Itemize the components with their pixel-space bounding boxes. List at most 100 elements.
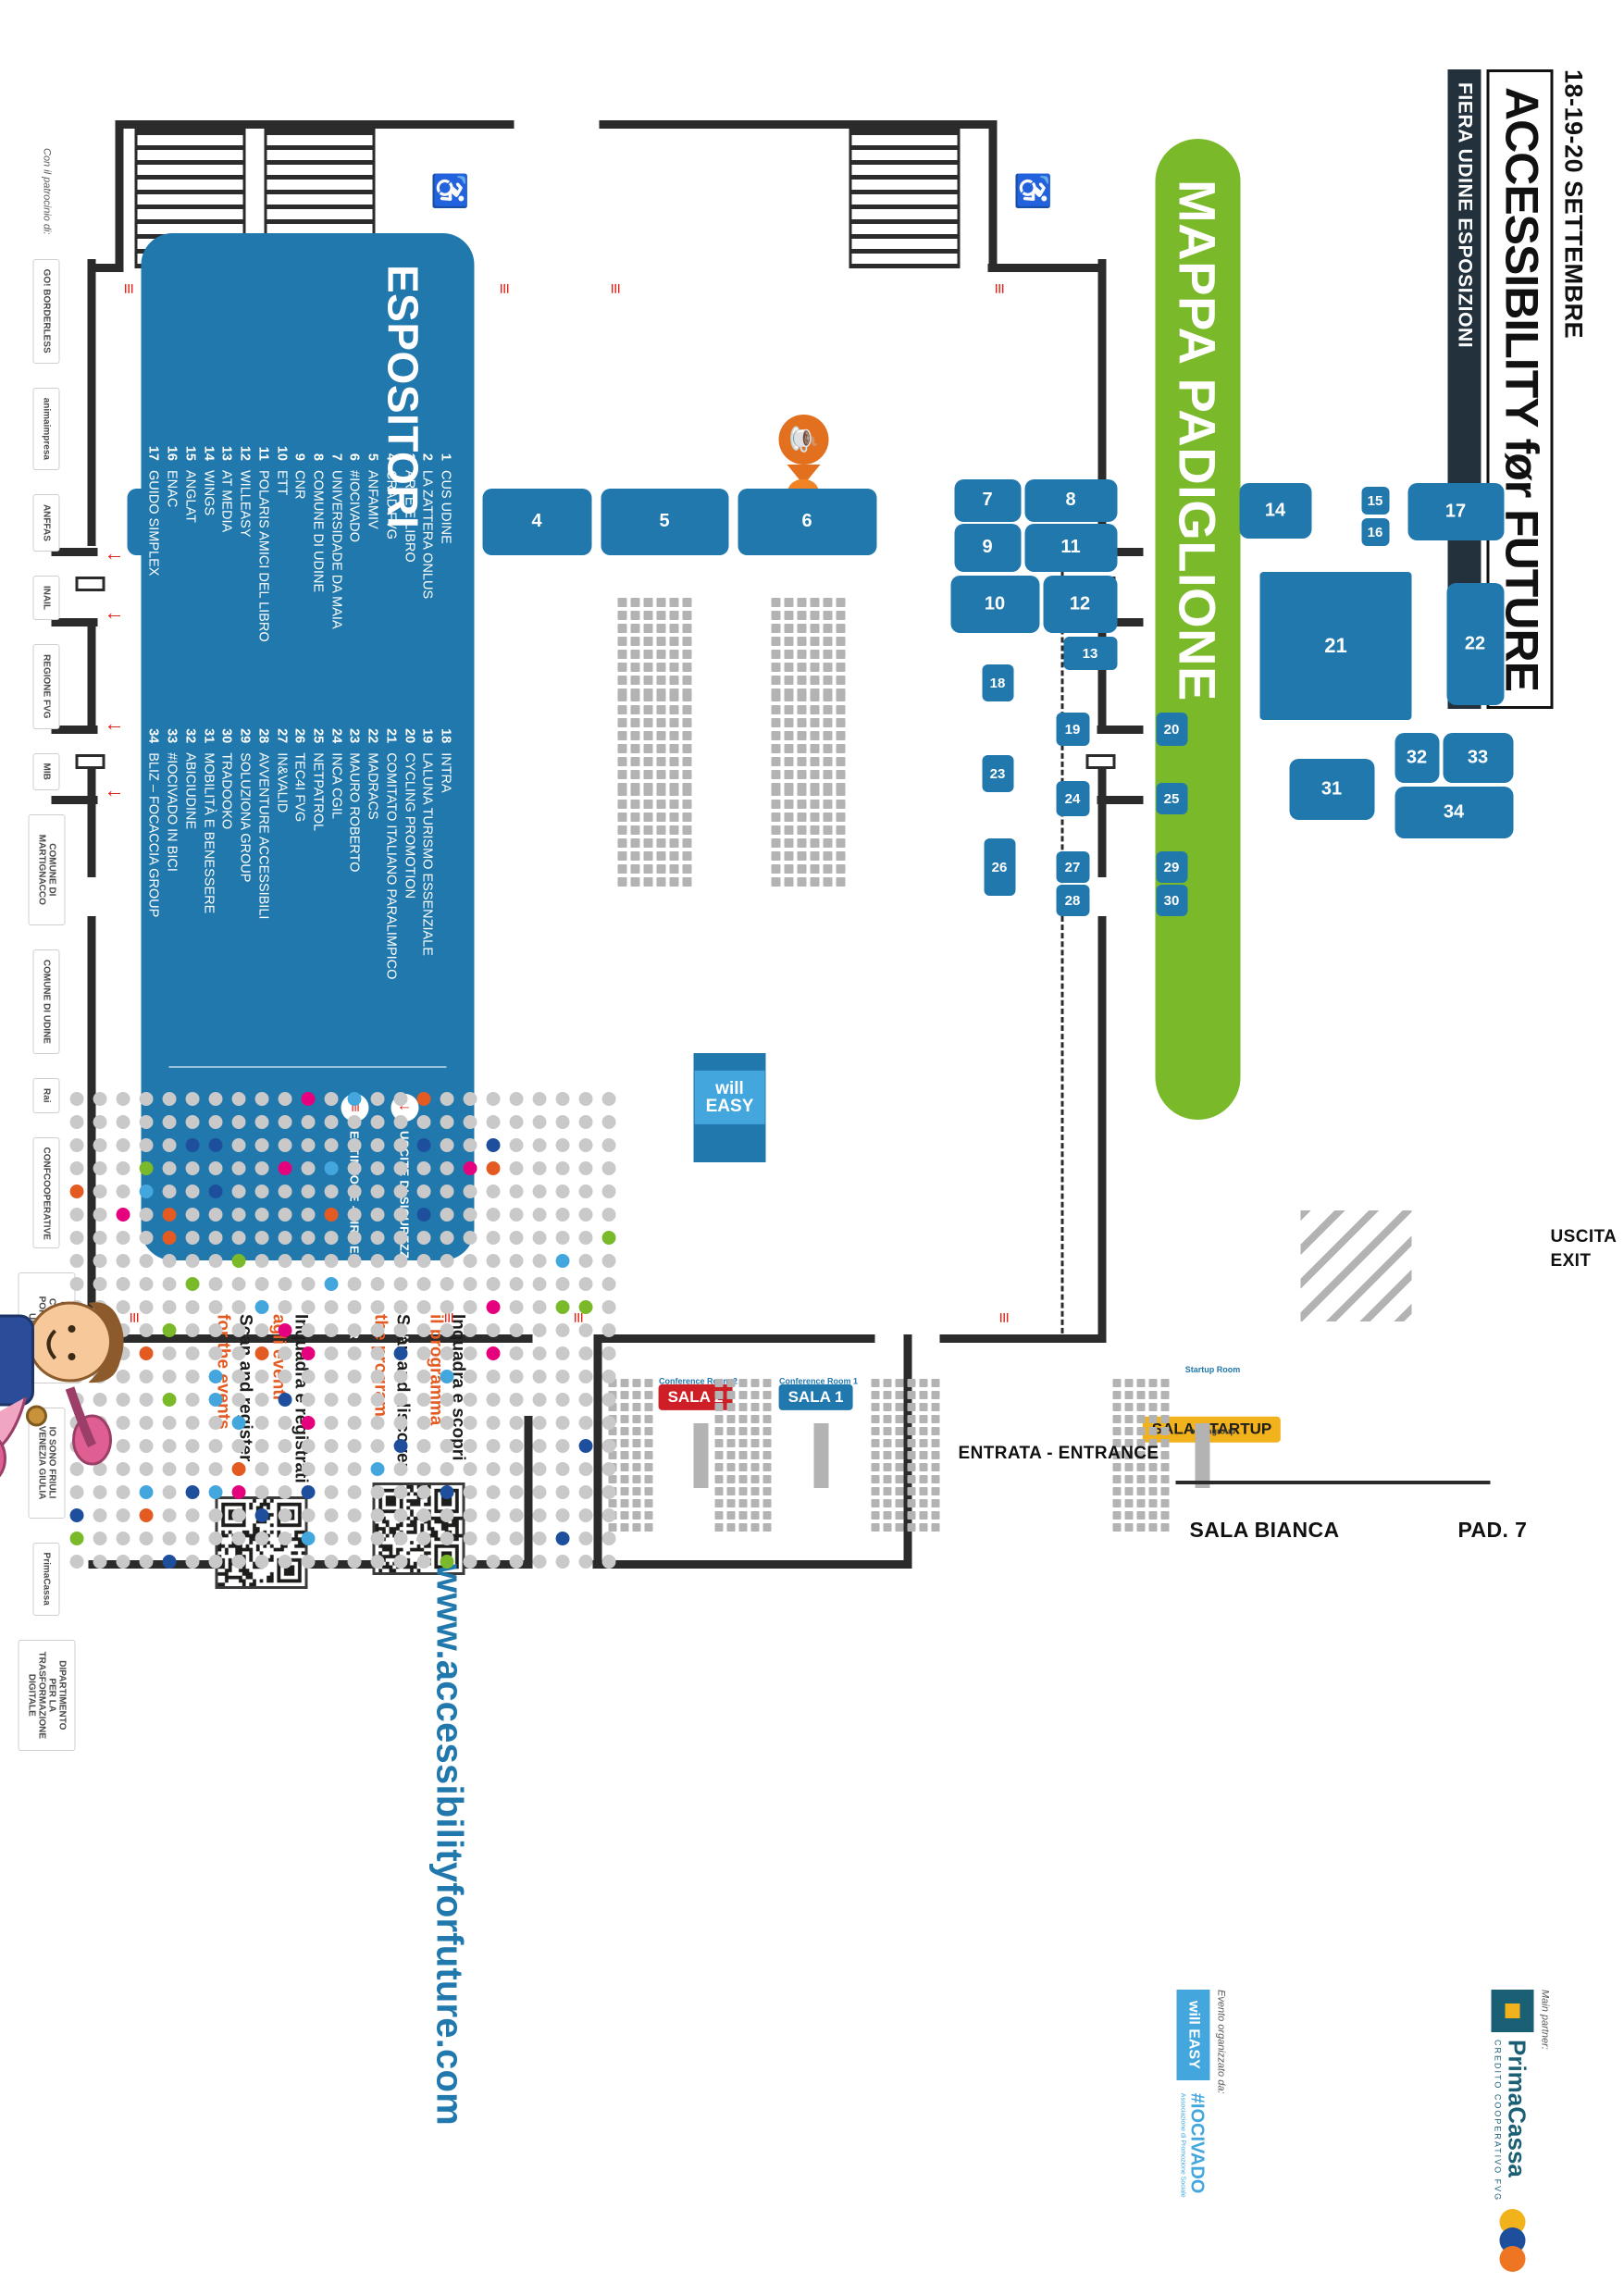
booth-13[interactable]: 13 xyxy=(1063,637,1117,670)
decorative-dot xyxy=(555,1138,569,1152)
screen-sala2 xyxy=(693,1423,708,1488)
website-url[interactable]: www.accessibilityforfuture.com xyxy=(428,1564,469,2126)
willeasy-logo: will EASY xyxy=(694,1071,764,1124)
booth-29[interactable]: 29 xyxy=(1156,851,1187,883)
booth-33[interactable]: 33 xyxy=(1443,733,1513,783)
exhibitor-row[interactable]: 22MADRACS xyxy=(362,723,380,1033)
booth-24[interactable]: 24 xyxy=(1056,781,1089,816)
exhibitor-row[interactable]: 20CYCLING PROMOTION xyxy=(399,723,417,1033)
decorative-dot xyxy=(370,1532,384,1545)
exhibitor-row[interactable]: 27IN&VALID xyxy=(271,723,290,1033)
exhibitor-row[interactable]: 32ABICIUDINE xyxy=(180,723,198,1033)
booth-6[interactable]: 6 xyxy=(738,489,876,555)
sala-1-tag[interactable]: SALA 1 xyxy=(778,1384,852,1410)
exhibitor-row[interactable]: 26TEC4I FVG xyxy=(290,723,308,1033)
event-dates: 18-19-20 SETTEMBRE xyxy=(1558,69,1587,709)
exhibitor-row[interactable]: 18INTRA xyxy=(435,723,453,1033)
booth-28[interactable]: 28 xyxy=(1056,885,1089,916)
exhibitor-row[interactable]: 33#IOCIVADO IN BICI xyxy=(162,723,180,1033)
exhibitor-row[interactable]: 17GUIDO SIMPLEX xyxy=(143,440,162,695)
exhibitor-row[interactable]: 14WINGS xyxy=(198,440,217,695)
exhibitor-row[interactable]: 5ANFAMIV xyxy=(362,440,380,695)
exhibitor-row[interactable]: 6#IOCIVADO xyxy=(344,440,363,695)
booth-12[interactable]: 12 xyxy=(1043,576,1117,633)
booth-17[interactable]: 17 xyxy=(1407,483,1504,540)
sponsor-logo: PrimaCassa xyxy=(33,1543,60,1616)
exhibitor-name: LALUNA TURISMO ESSENZIALE xyxy=(417,752,436,956)
exhibitor-name: UNIVERSIDADE DA MAIA xyxy=(326,470,344,629)
decorative-dot xyxy=(301,1416,315,1430)
booth-19[interactable]: 19 xyxy=(1056,713,1089,746)
booth-9[interactable]: 9 xyxy=(954,524,1021,572)
booth-31[interactable]: 31 xyxy=(1289,759,1374,820)
exhibitor-row[interactable]: 12WILLEASY xyxy=(234,440,253,695)
sponsor-logo: ANFFAS xyxy=(33,494,60,552)
main-stage-block[interactable]: MAIN STAGE will EASY STAGE FOR CHANGE xyxy=(693,1053,765,1162)
decorative-dot xyxy=(208,1208,222,1222)
exhibitor-row[interactable]: 19LALUNA TURISMO ESSENZIALE xyxy=(417,723,436,1033)
booth-21-area[interactable]: 21 xyxy=(1259,572,1411,720)
exhibitor-row[interactable]: 30TRADOOKO xyxy=(217,723,235,1033)
decorative-dot xyxy=(601,1138,615,1152)
decorative-dot xyxy=(440,1092,453,1106)
decorative-dot xyxy=(301,1185,315,1198)
booth-4[interactable]: 4 xyxy=(482,489,591,555)
booth-26[interactable]: 26 xyxy=(984,838,1015,896)
decorative-dot xyxy=(509,1231,523,1245)
exhibitor-row[interactable]: 7UNIVERSIDADE DA MAIA xyxy=(326,440,344,695)
decorative-dot xyxy=(116,1555,130,1569)
exhibitor-row[interactable]: 1CUS UDINE xyxy=(435,440,453,695)
booth-11[interactable]: 11 xyxy=(1024,524,1117,572)
decorative-dot xyxy=(254,1439,268,1453)
decorative-dot xyxy=(208,1485,222,1499)
booth-23[interactable]: 23 xyxy=(982,755,1013,792)
booth-30[interactable]: 30 xyxy=(1156,885,1187,916)
decorative-dot xyxy=(278,1416,291,1430)
decorative-dot xyxy=(208,1231,222,1245)
booth-10[interactable]: 10 xyxy=(950,576,1039,633)
exhibitor-row[interactable]: 15ANGLAT xyxy=(180,440,198,695)
booth-18[interactable]: 18 xyxy=(982,664,1013,701)
booth-34[interactable]: 34 xyxy=(1395,787,1513,838)
exhibitor-row[interactable]: 9CNR xyxy=(290,440,308,695)
decorative-dot xyxy=(324,1208,338,1222)
booth-32[interactable]: 32 xyxy=(1395,733,1439,783)
exhibitor-row[interactable]: 23MAURO ROBERTO xyxy=(344,723,363,1033)
exhibitor-row[interactable]: 16ENAC xyxy=(162,440,180,695)
exhibitor-row[interactable]: 4CRAD FVG xyxy=(380,440,399,695)
exhibitor-row[interactable]: 31MOBILITÀ E BENESSERE xyxy=(198,723,217,1033)
booth-16[interactable]: 16 xyxy=(1361,518,1389,546)
booth-25[interactable]: 25 xyxy=(1156,783,1187,814)
decorative-dot xyxy=(416,1508,430,1522)
exhibitor-row[interactable]: 21COMITATO ITALIANO PARALIMPICO xyxy=(380,723,399,1033)
booth-22[interactable]: 22 xyxy=(1446,583,1504,705)
exhibitor-row[interactable]: 10ETT xyxy=(271,440,290,695)
decorative-dot xyxy=(532,1277,546,1291)
booth-15[interactable]: 15 xyxy=(1361,487,1389,515)
decorative-dot xyxy=(393,1161,407,1175)
decorative-dot xyxy=(509,1462,523,1476)
exhibitor-number: 34 xyxy=(143,723,162,743)
exhibitor-row[interactable]: 13AT MEDIA xyxy=(217,440,235,695)
decorative-dot xyxy=(347,1115,361,1129)
decorative-dot xyxy=(231,1277,245,1291)
exhibitor-row[interactable]: 3ARTE E LIBRO xyxy=(399,440,417,695)
exhibitor-row[interactable]: 24INCA CGIL xyxy=(326,723,344,1033)
willeasy-logo-sponsor: will EASY xyxy=(1176,1990,1209,2080)
booth-7[interactable]: 7 xyxy=(954,479,1021,522)
booth-5[interactable]: 5 xyxy=(601,489,728,555)
exhibitor-row[interactable]: 28AVVENTURE ACCESSIBILI xyxy=(253,723,271,1033)
decorative-dot xyxy=(532,1416,546,1430)
booth-27[interactable]: 27 xyxy=(1056,851,1089,883)
booth-20[interactable]: 20 xyxy=(1156,713,1187,746)
booth-14[interactable]: 14 xyxy=(1239,483,1311,539)
exhibitor-row[interactable]: 11POLARIS AMICI DEL LIBRO xyxy=(253,440,271,695)
decorative-dot xyxy=(185,1138,199,1152)
exhibitor-row[interactable]: 2LA ZATTERA ONLUS xyxy=(417,440,436,695)
booth-8[interactable]: 8 xyxy=(1024,479,1117,522)
exhibitor-row[interactable]: 29SOLUZIONA GROUP xyxy=(234,723,253,1033)
exhibitor-row[interactable]: 34BLIZ – FOCACCIA GROUP xyxy=(143,723,162,1033)
exhibitor-row[interactable]: 8COMUNE DI UDINE xyxy=(307,440,326,695)
exhibitor-row[interactable]: 25NETPATROL xyxy=(307,723,326,1033)
